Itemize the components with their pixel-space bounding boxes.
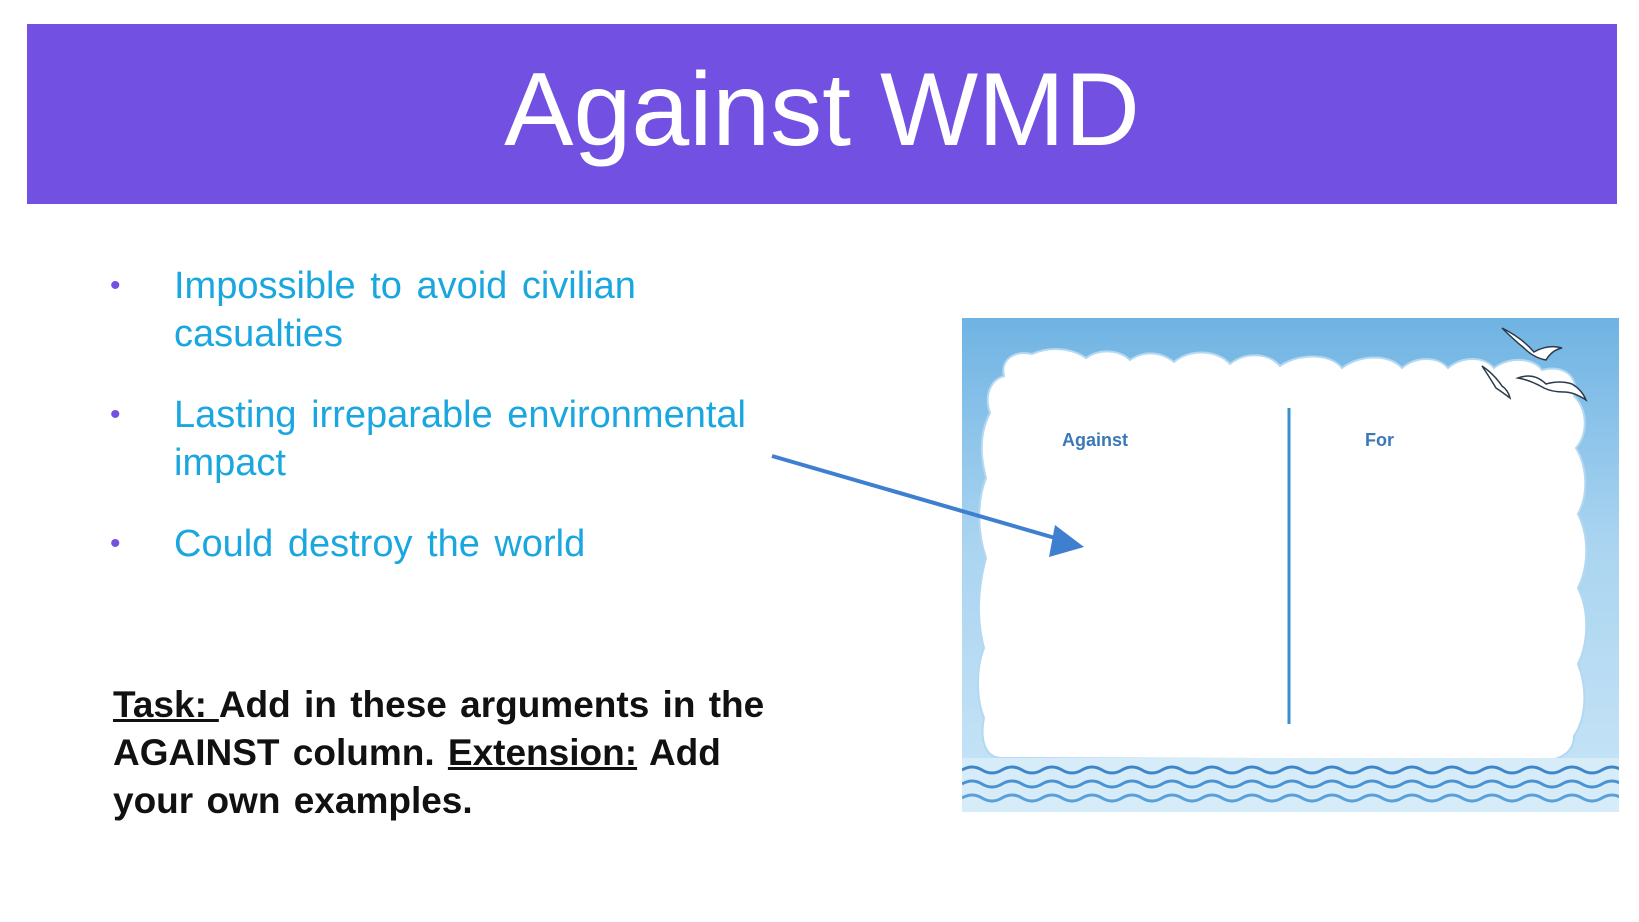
- bullet-item: • Lasting irreparable environmental impa…: [110, 391, 790, 487]
- seagull-icon: [1501, 327, 1563, 361]
- bullet-item: • Could destroy the world: [110, 520, 790, 568]
- against-column-label: Against: [1062, 430, 1128, 450]
- bullet-icon: •: [110, 269, 121, 302]
- extension-label: Extension:: [447, 732, 638, 773]
- bullet-list: • Impossible to avoid civilian casualtie…: [110, 262, 790, 601]
- wave-line: [962, 793, 1619, 803]
- slide-title: Against WMD: [504, 52, 1140, 168]
- seagull-icon: [1481, 365, 1512, 400]
- task-instructions: Task: Add in these arguments in the AGAI…: [113, 681, 773, 825]
- task-text: Add in these arguments in the AGAINST co…: [113, 684, 765, 773]
- title-bar: Against WMD: [27, 24, 1617, 204]
- wave-line: [962, 765, 1619, 775]
- bullet-text: Impossible to avoid civilian casualties: [174, 265, 636, 355]
- bullet-icon: •: [110, 398, 121, 431]
- wave-line: [962, 779, 1619, 789]
- seagull-icon: [1515, 375, 1588, 402]
- cloud-board: [977, 348, 1588, 762]
- worksheet-image: Against For: [962, 318, 1619, 812]
- for-column-label: For: [1365, 430, 1394, 450]
- bullet-text: Lasting irreparable environmental impact: [174, 394, 746, 484]
- bullet-text: Could destroy the world: [174, 523, 586, 565]
- task-label: Task:: [113, 684, 219, 725]
- bullet-icon: •: [110, 527, 121, 560]
- extension-text: Add your own examples.: [113, 732, 721, 821]
- bullet-item: • Impossible to avoid civilian casualtie…: [110, 262, 790, 358]
